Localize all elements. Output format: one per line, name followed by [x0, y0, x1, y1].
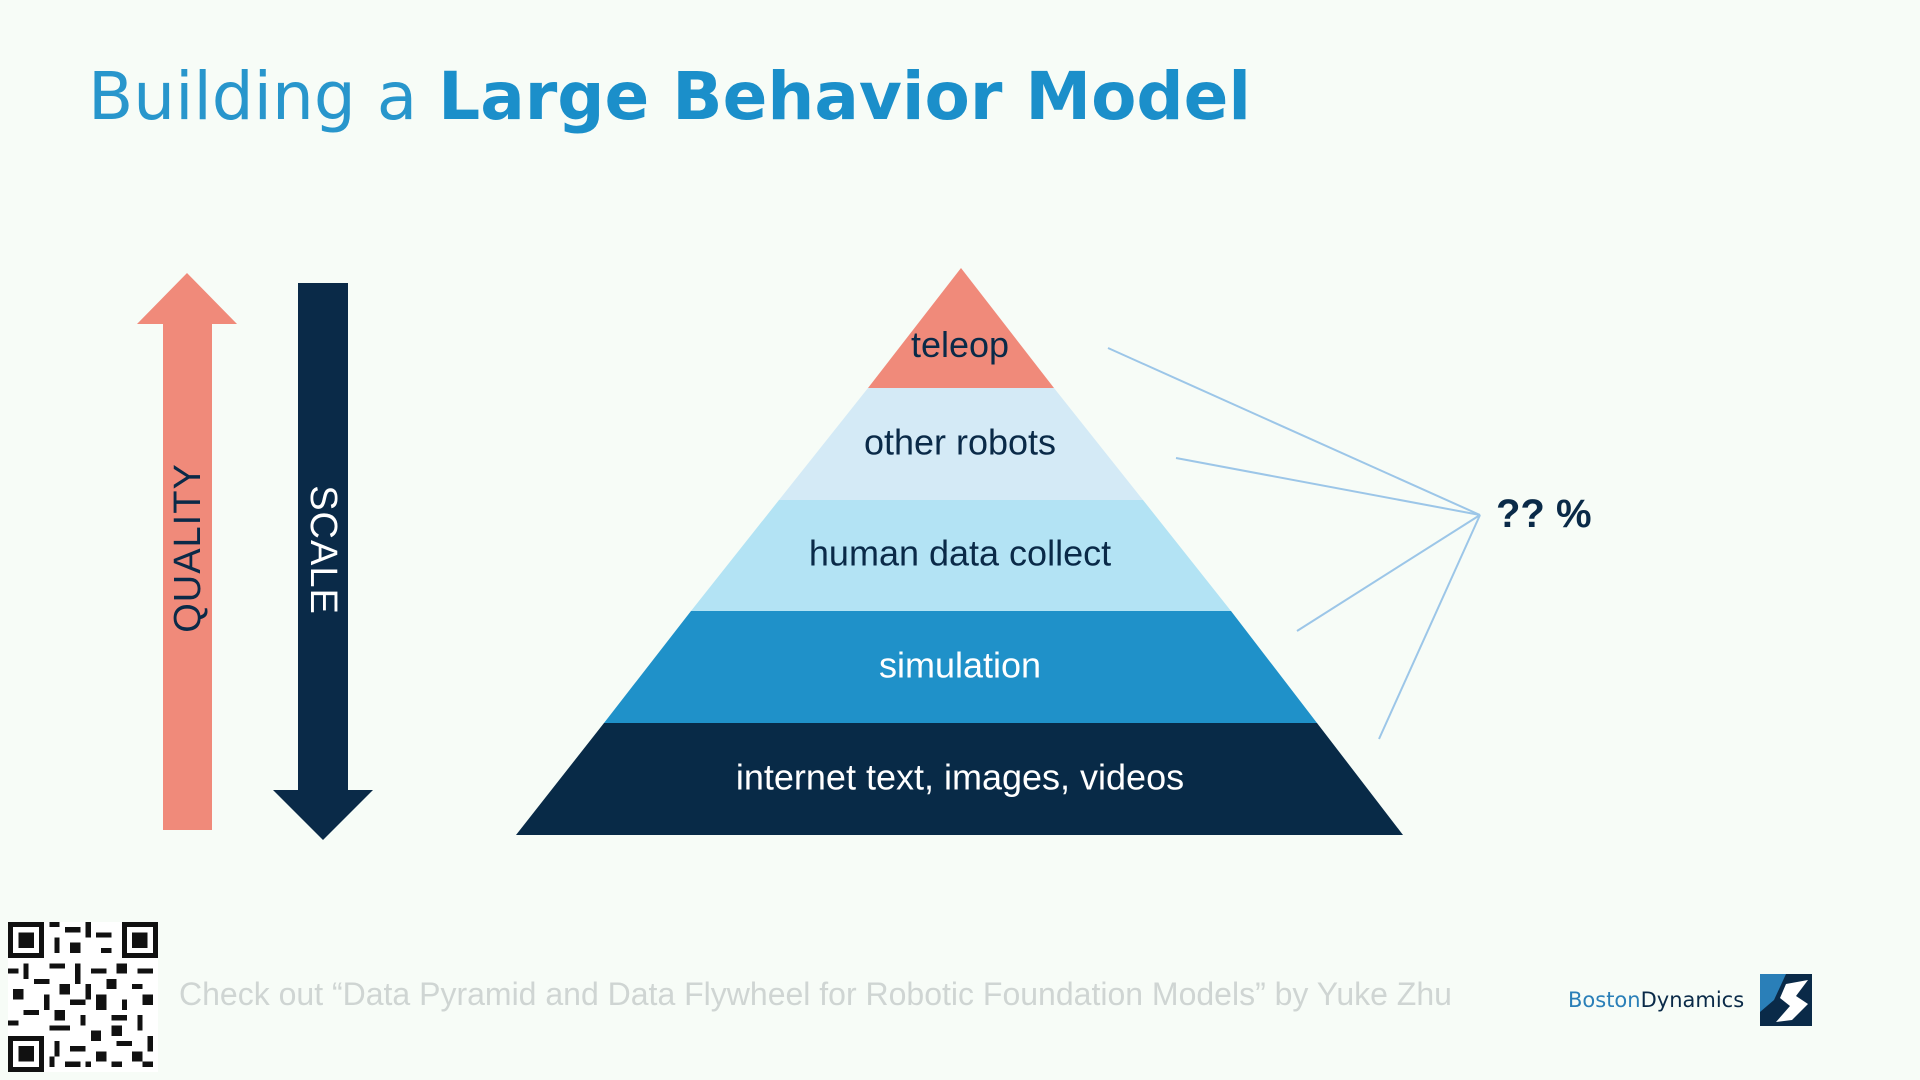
callout-line-human-data: [1296, 514, 1481, 632]
pyramid-layer-other-robots: [779, 388, 1143, 500]
callout-line-simulation: [1378, 514, 1481, 740]
logo-word-dynamics: Dynamics: [1640, 988, 1745, 1012]
pyramid-layer-internet: [516, 723, 1403, 835]
percentage-callout: ?? %: [1496, 492, 1592, 536]
logo-word-boston: Boston: [1568, 988, 1641, 1012]
callout-line-other-robots: [1175, 457, 1481, 516]
title-bold-part: Large Behavior Model: [438, 58, 1252, 135]
layer-label-internet: internet text, images, videos: [736, 757, 1184, 798]
quality-arrow: [137, 273, 237, 830]
scale-label: SCALE: [302, 485, 344, 615]
quality-label: QUALITY: [167, 463, 209, 633]
layer-label-simulation: simulation: [879, 645, 1041, 686]
layer-label-teleop: teleop: [911, 324, 1009, 365]
pyramid-layer-teleop: [868, 268, 1054, 388]
pyramid-layer-human-data-collect: [691, 500, 1231, 611]
qr-code-icon: [8, 922, 158, 1072]
title-light-part: Building a: [88, 58, 439, 135]
logo-wordmark: BostonDynamics: [1568, 988, 1744, 1012]
scale-arrow: [273, 283, 373, 840]
callout-line-teleop: [1107, 347, 1481, 516]
boston-dynamics-logo-icon: [1760, 974, 1813, 1026]
pyramid-layer-simulation: [604, 611, 1317, 723]
layer-label-human-data-collect: human data collect: [809, 533, 1111, 574]
footer-reference-note: Check out “Data Pyramid and Data Flywhee…: [179, 976, 1452, 1012]
layer-label-other-robots: other robots: [864, 422, 1056, 463]
slide-title: Building a Large Behavior Model: [88, 52, 1251, 142]
boston-dynamics-logo: BostonDynamics: [1568, 970, 1816, 1030]
